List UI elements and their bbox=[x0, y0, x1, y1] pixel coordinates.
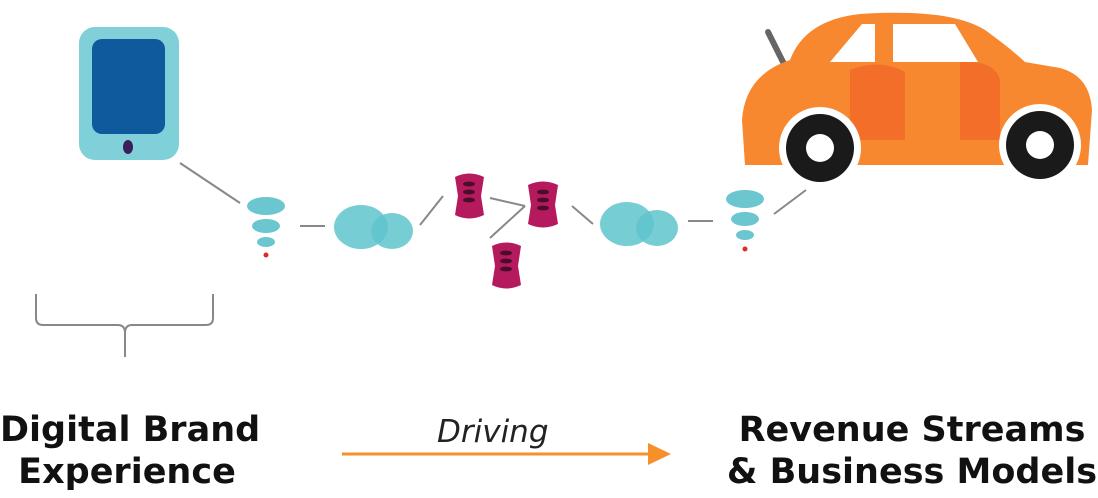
server-icon bbox=[455, 173, 484, 219]
server-icon bbox=[492, 242, 521, 289]
arrow-label: Driving bbox=[437, 414, 549, 450]
tablet-icon bbox=[79, 27, 179, 160]
left-label-line1: Digital Brand bbox=[0, 410, 261, 450]
connector-lines bbox=[179, 162, 807, 239]
wifi-icon bbox=[247, 197, 285, 258]
arrow-icon bbox=[342, 443, 671, 465]
left-label: Digital Brand Experience bbox=[0, 409, 261, 493]
right-label: Revenue Streams & Business Models bbox=[726, 409, 1098, 493]
server-icon bbox=[528, 181, 558, 228]
car-icon bbox=[742, 12, 1092, 189]
right-label-line1: Revenue Streams bbox=[738, 410, 1086, 450]
cloud-icon bbox=[600, 202, 678, 246]
cloud-icon bbox=[334, 205, 413, 249]
right-label-line2: & Business Models bbox=[726, 452, 1098, 492]
wifi-icon bbox=[726, 190, 764, 252]
left-label-line2: Experience bbox=[18, 452, 236, 492]
brace-icon bbox=[35, 294, 214, 357]
